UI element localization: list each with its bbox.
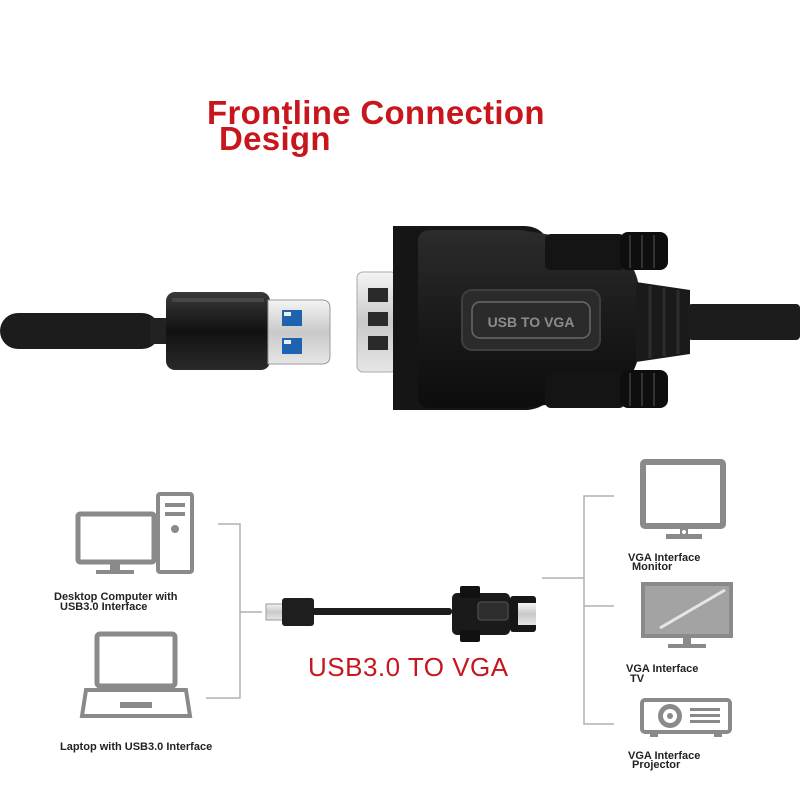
laptop-label: Laptop with USB3.0 Interface [60, 741, 213, 753]
tv-icon [641, 582, 733, 648]
title-line-2: Design [219, 120, 331, 157]
adapter-label-plate [461, 289, 601, 351]
left-connector-bracket [206, 523, 241, 699]
tv-label-line-1: VGA Interface [626, 663, 699, 675]
projector-icon [640, 698, 732, 737]
vga-cable-right [688, 304, 800, 340]
screw-top [545, 234, 625, 270]
tv-label-line-2: TV [630, 673, 645, 685]
vga-adapter-large: USB TO VGA [356, 226, 800, 410]
projector-label-line-1: VGA Interface [628, 750, 701, 762]
screw-bottom [545, 372, 625, 408]
laptop-icon [79, 631, 193, 718]
usb-plug-housing [166, 292, 270, 370]
title-line-1: Frontline Connection [207, 94, 545, 131]
usb-metal-tip [267, 299, 331, 365]
cable-type-label: USB3.0 TO VGA [308, 652, 509, 682]
desktop-label-line-1: Desktop Computer with [54, 591, 178, 603]
monitor-label-line-1: VGA Interface [628, 552, 701, 564]
usb-plug-large [0, 292, 331, 370]
desktop-computer-icon [75, 492, 194, 574]
desktop-label-line-2: USB3.0 Interface [60, 601, 148, 613]
projector-label-line-2: Projector [632, 759, 681, 771]
monitor-label-line-2: Monitor [632, 561, 673, 573]
small-cable-illustration [265, 586, 536, 642]
right-connector-bracket [583, 495, 614, 725]
usb-cable-left [0, 313, 160, 349]
monitor-icon [640, 459, 726, 539]
adapter-label-text: USB TO VGA [488, 314, 575, 330]
